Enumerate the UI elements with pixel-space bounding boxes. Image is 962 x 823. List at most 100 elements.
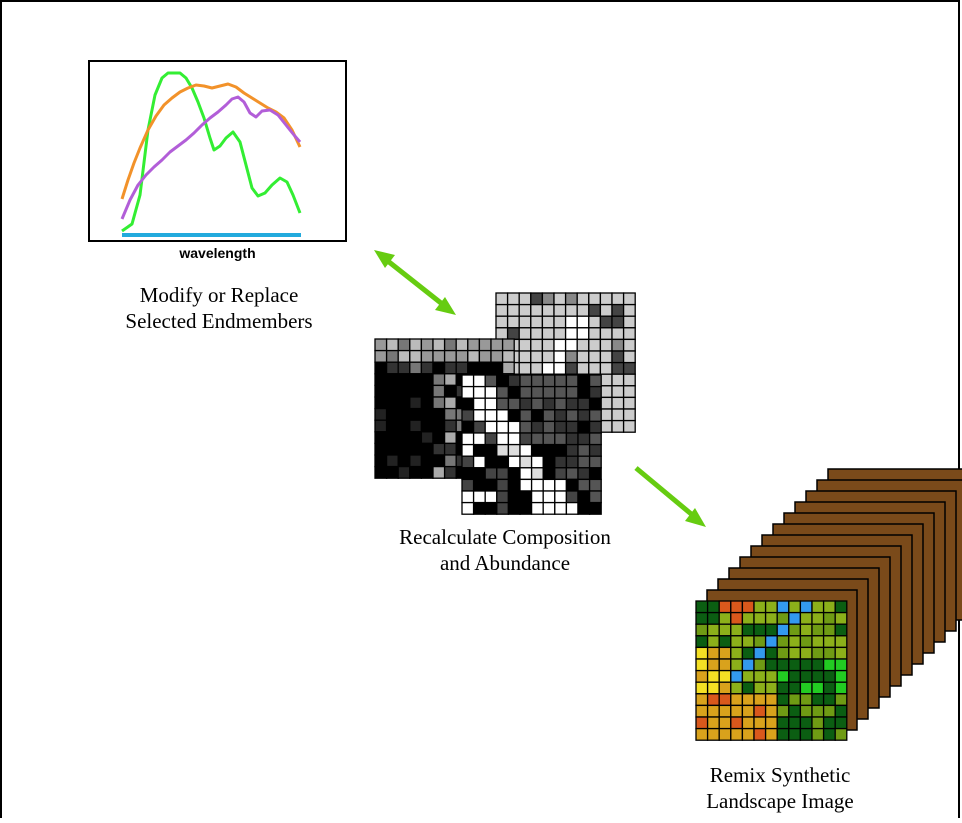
landscape-composite-grid-cell — [718, 727, 732, 741]
abundance-grid-mixed-cell — [554, 385, 568, 399]
abundance-grid-mixed-cell — [565, 397, 579, 411]
abundance-grid-light-cell — [530, 338, 544, 352]
landscape-composite-grid-cell — [695, 635, 709, 649]
abundance-grid-dark-cell — [397, 373, 411, 387]
landscape-composite-grid-cell — [695, 669, 709, 683]
landscape-composite-grid-cell — [753, 658, 767, 672]
abundance-grid-dark-cell — [385, 407, 399, 421]
landscape-composite-grid-cell — [706, 658, 720, 672]
abundance-grid-dark-cell — [420, 373, 434, 387]
abundance-grid-light-cell — [506, 292, 520, 306]
abundance-grid-dark-cell — [374, 361, 388, 375]
landscape-composite-grid-cell — [718, 623, 732, 637]
abundance-grid-light-cell — [530, 350, 544, 364]
landscape-composite-grid-cell — [822, 623, 836, 637]
landscape-composite-grid-cell — [799, 727, 813, 741]
landscape-composite-grid-cell — [695, 716, 709, 730]
abundance-grid-light-cell — [541, 315, 555, 329]
landscape-caption-line1: Remix Synthetic — [709, 763, 851, 787]
landscape-composite-grid-cell — [718, 669, 732, 683]
abundance-grid-dark-cell — [374, 349, 388, 363]
landscape-composite-grid-cell — [788, 646, 802, 660]
abundance-grid-light-cell — [564, 315, 578, 329]
abundance-grid-mixed-cell — [565, 478, 579, 492]
abundance-grid-dark-cell — [420, 442, 434, 456]
landscape-composite-grid-cell — [811, 611, 825, 625]
abundance-grid-light-cell — [622, 350, 636, 364]
abundance-grid-mixed-cell — [484, 374, 498, 388]
landscape-composite-grid-cell — [695, 704, 709, 718]
abundance-grid-mixed-cell — [554, 374, 568, 388]
abundance-grid-light-cell — [495, 292, 509, 306]
landscape-composite-grid-cell — [834, 623, 848, 637]
landscape-composite-grid-cell — [764, 646, 778, 660]
landscape-composite-grid-cell — [741, 727, 755, 741]
abundance-grid-light-cell — [599, 315, 613, 329]
abundance-grid-light-cell — [553, 292, 567, 306]
abundance-grid-mixed-cell — [554, 490, 568, 504]
abundance-grid-mixed-cell — [577, 420, 591, 434]
abundance-grid-dark-cell — [374, 465, 388, 479]
abundance-grid-light-cell — [506, 303, 520, 317]
abundance-grid-mixed-cell — [519, 490, 533, 504]
abundance-grid-dark-cell — [420, 396, 434, 410]
abundance-grid-mixed-cell — [484, 467, 498, 481]
abundance-grid-light-cell — [576, 292, 590, 306]
single-arrow-shaft — [634, 466, 698, 520]
abundance-grid-light-cell — [495, 303, 509, 317]
abundance-grid-mixed-cell — [472, 420, 486, 434]
landscape-composite-grid-cell — [695, 681, 709, 695]
abundance-grid-light-cell — [518, 361, 532, 375]
abundance-grid-dark-cell — [409, 465, 423, 479]
landscape-composite-grid-cell — [834, 693, 848, 707]
abundance-grid-mixed — [461, 374, 602, 515]
landscape-composite-grid-cell — [764, 635, 778, 649]
landscape-composite-grid-cell — [799, 693, 813, 707]
abundance-grid-mixed-cell — [507, 397, 521, 411]
landscape-composite-grid-cell — [799, 635, 813, 649]
abundance-grid-light-cell — [518, 292, 532, 306]
abundance-grid-mixed-cell — [496, 501, 510, 515]
abundance-grid-mixed-cell — [542, 478, 556, 492]
abundance-grid-dark-cell — [432, 361, 446, 375]
double-arrow-head-down — [435, 297, 456, 315]
abundance-grid-mixed-cell — [507, 443, 521, 457]
landscape-composite-grid-cell — [788, 704, 802, 718]
arrows — [374, 250, 706, 527]
landscape-composite-grid-cell — [764, 600, 778, 614]
landscape-composite-grid-cell — [730, 693, 744, 707]
abundance-grid-light-cell — [576, 350, 590, 364]
abundance-grid-mixed-cell — [577, 385, 591, 399]
abundance-grid-mixed-cell — [484, 385, 498, 399]
abundance-grids — [374, 292, 636, 515]
landscape-composite-grid-cell — [730, 600, 744, 614]
landscape-composite-grid-cell — [706, 611, 720, 625]
abundance-grid-dark-cell — [397, 442, 411, 456]
landscape-composite-grid-cell — [753, 681, 767, 695]
landscape-composite-grid-cell — [788, 600, 802, 614]
abundance-grid-mixed-cell — [519, 455, 533, 469]
abundance-grid-dark-cell — [397, 349, 411, 363]
abundance-grid-light-cell — [564, 303, 578, 317]
landscape-composite-grid-cell — [730, 704, 744, 718]
abundance-grid-light-cell — [553, 315, 567, 329]
landscape-composite-grid-cell — [706, 693, 720, 707]
landscape-composite-grid-cell — [799, 681, 813, 695]
abundance-grid-dark-cell — [397, 465, 411, 479]
abundance-grid-light-cell — [553, 338, 567, 352]
abundance-grid-mixed-cell — [542, 385, 556, 399]
abundance-grid-mixed-cell — [530, 455, 544, 469]
landscape-composite-grid-cell — [822, 681, 836, 695]
landscape-composite-grid-cell — [811, 600, 825, 614]
abundance-grid-dark-cell — [420, 384, 434, 398]
abundance-grid-mixed-cell — [496, 432, 510, 446]
abundance-grid-mixed-cell — [461, 501, 475, 515]
landscape-composite-grid-cell — [741, 611, 755, 625]
spectra-caption-line2: Selected Endmembers — [125, 309, 313, 333]
abundance-caption: Recalculate Composition and Abundance — [355, 524, 655, 576]
abundance-grid-light-cell — [611, 350, 625, 364]
abundance-grid-light-cell — [541, 338, 555, 352]
landscape-composite-grid-cell — [799, 611, 813, 625]
abundance-grid-mixed-cell — [542, 409, 556, 423]
abundance-grid-mixed-cell — [588, 443, 602, 457]
